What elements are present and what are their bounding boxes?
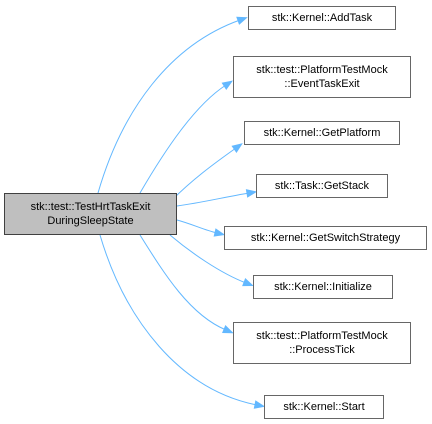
callee-label-getplatform: stk::Kernel::GetPlatform (263, 127, 381, 139)
callee-label-eventtaskexit-line-1: stk::test::PlatformTestMock (256, 64, 388, 76)
edge-to-initialize (169, 234, 247, 284)
edge-to-getswitchstrategy (176, 219, 218, 234)
edge-to-processtick-arrowhead (222, 325, 234, 334)
edge-to-getstack-arrowhead (245, 189, 258, 198)
callee-label-getstack: stk::Task::GetStack (274, 180, 370, 192)
callee-node-initialize[interactable]: stk::Kernel::Initialize (253, 275, 393, 299)
callee-label-processtick-line-1: stk::test::PlatformTestMock (256, 330, 388, 342)
callee-label-initialize: stk::Kernel::Initialize (274, 281, 372, 293)
callee-node-processtick[interactable]: stk::test::PlatformTestMock ::ProcessTic… (233, 322, 411, 364)
root-function-name-line-1: stk::test::TestHrtTaskExit (30, 201, 151, 213)
callee-node-eventtaskexit[interactable]: stk::test::PlatformTestMock ::EventTaskE… (233, 56, 411, 98)
root-function-name-line-2: DuringSleepState (47, 215, 134, 227)
callee-node-getswitchstrategy[interactable]: stk::Kernel::GetSwitchStrategy (224, 226, 427, 250)
edge-to-start-arrowhead (253, 400, 266, 409)
root-function-node: stk::test::TestHrtTaskExit DuringSleepSt… (4, 193, 177, 235)
callee-label-processtick-line-2: ::ProcessTick (289, 344, 355, 356)
callee-label-start: stk::Kernel::Start (283, 401, 365, 413)
edge-to-initialize-arrowhead (242, 278, 254, 287)
edge-to-getplatform (171, 147, 237, 201)
edge-to-getplatform-arrowhead (231, 143, 243, 153)
edge-to-eventtaskexit (139, 84, 227, 194)
edge-to-addtask (97, 19, 241, 194)
callee-label-getswitchstrategy: stk::Kernel::GetSwitchStrategy (250, 232, 401, 244)
callee-node-addtask[interactable]: stk::Kernel::AddTask (248, 6, 396, 30)
edge-to-getswitchstrategy-arrowhead (213, 228, 226, 237)
edge-to-getstack (176, 192, 250, 207)
edge-to-eventtaskexit-arrowhead (221, 80, 234, 91)
edge-to-start (99, 234, 258, 406)
callee-label-eventtaskexit-line-2: ::EventTaskExit (284, 78, 360, 90)
callee-node-getstack[interactable]: stk::Task::GetStack (256, 174, 388, 198)
edge-to-addtask-arrowhead (236, 16, 248, 25)
callee-label-addtask: stk::Kernel::AddTask (271, 12, 373, 24)
edge-to-processtick (139, 234, 227, 331)
callee-node-start[interactable]: stk::Kernel::Start (264, 395, 384, 419)
callee-node-getplatform[interactable]: stk::Kernel::GetPlatform (244, 121, 400, 145)
